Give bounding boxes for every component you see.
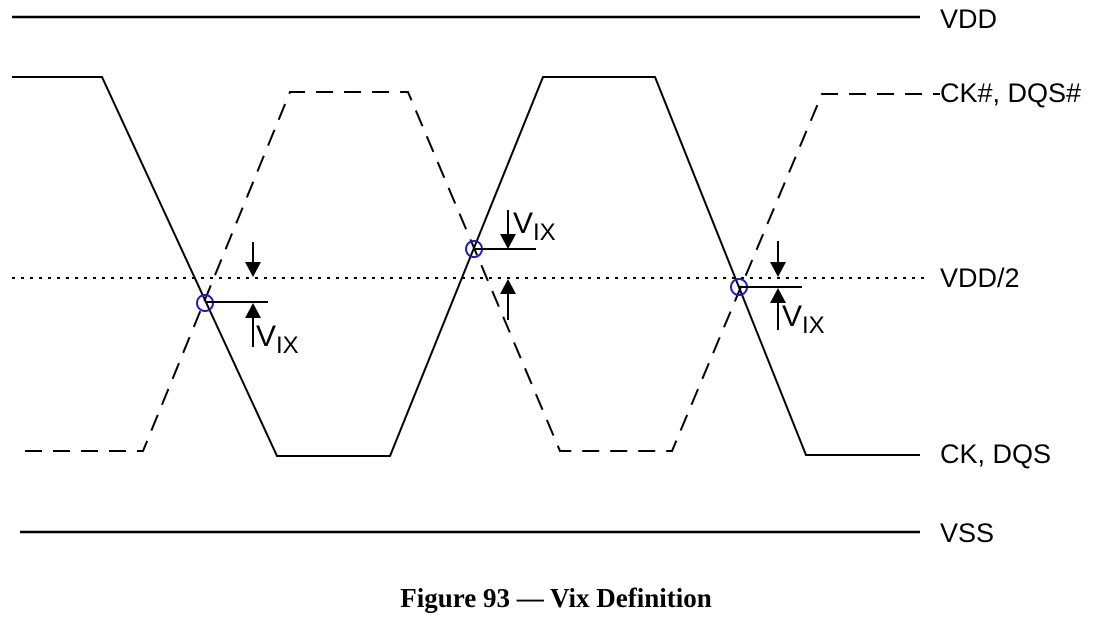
vix-arrow-down-2 [500,210,516,249]
vix-arrow-up-2 [500,279,516,320]
figure-caption: Figure 93 — Vix Definition [400,583,712,613]
vix-arrow-down-1 [245,242,261,277]
vdd-half-label: VDD/2 [940,263,1020,293]
ck-dqs-label: CK, DQS [940,439,1051,469]
vix-arrow-down-3 [770,241,786,277]
vix-arrow-up-1 [245,303,261,347]
vix-arrow-up-3 [770,288,786,330]
ck-n-dqs-n-waveform [25,91,940,452]
vix-label-3: VIX [782,300,825,339]
ck-n-dqs-n-label: CK#, DQS# [940,78,1081,108]
vss-label: VSS [940,518,994,548]
vdd-label: VDD [940,4,997,34]
vix-label-1: VIX [256,320,299,359]
ck-dqs-waveform [12,76,920,457]
vix-label-2: VIX [513,207,556,246]
